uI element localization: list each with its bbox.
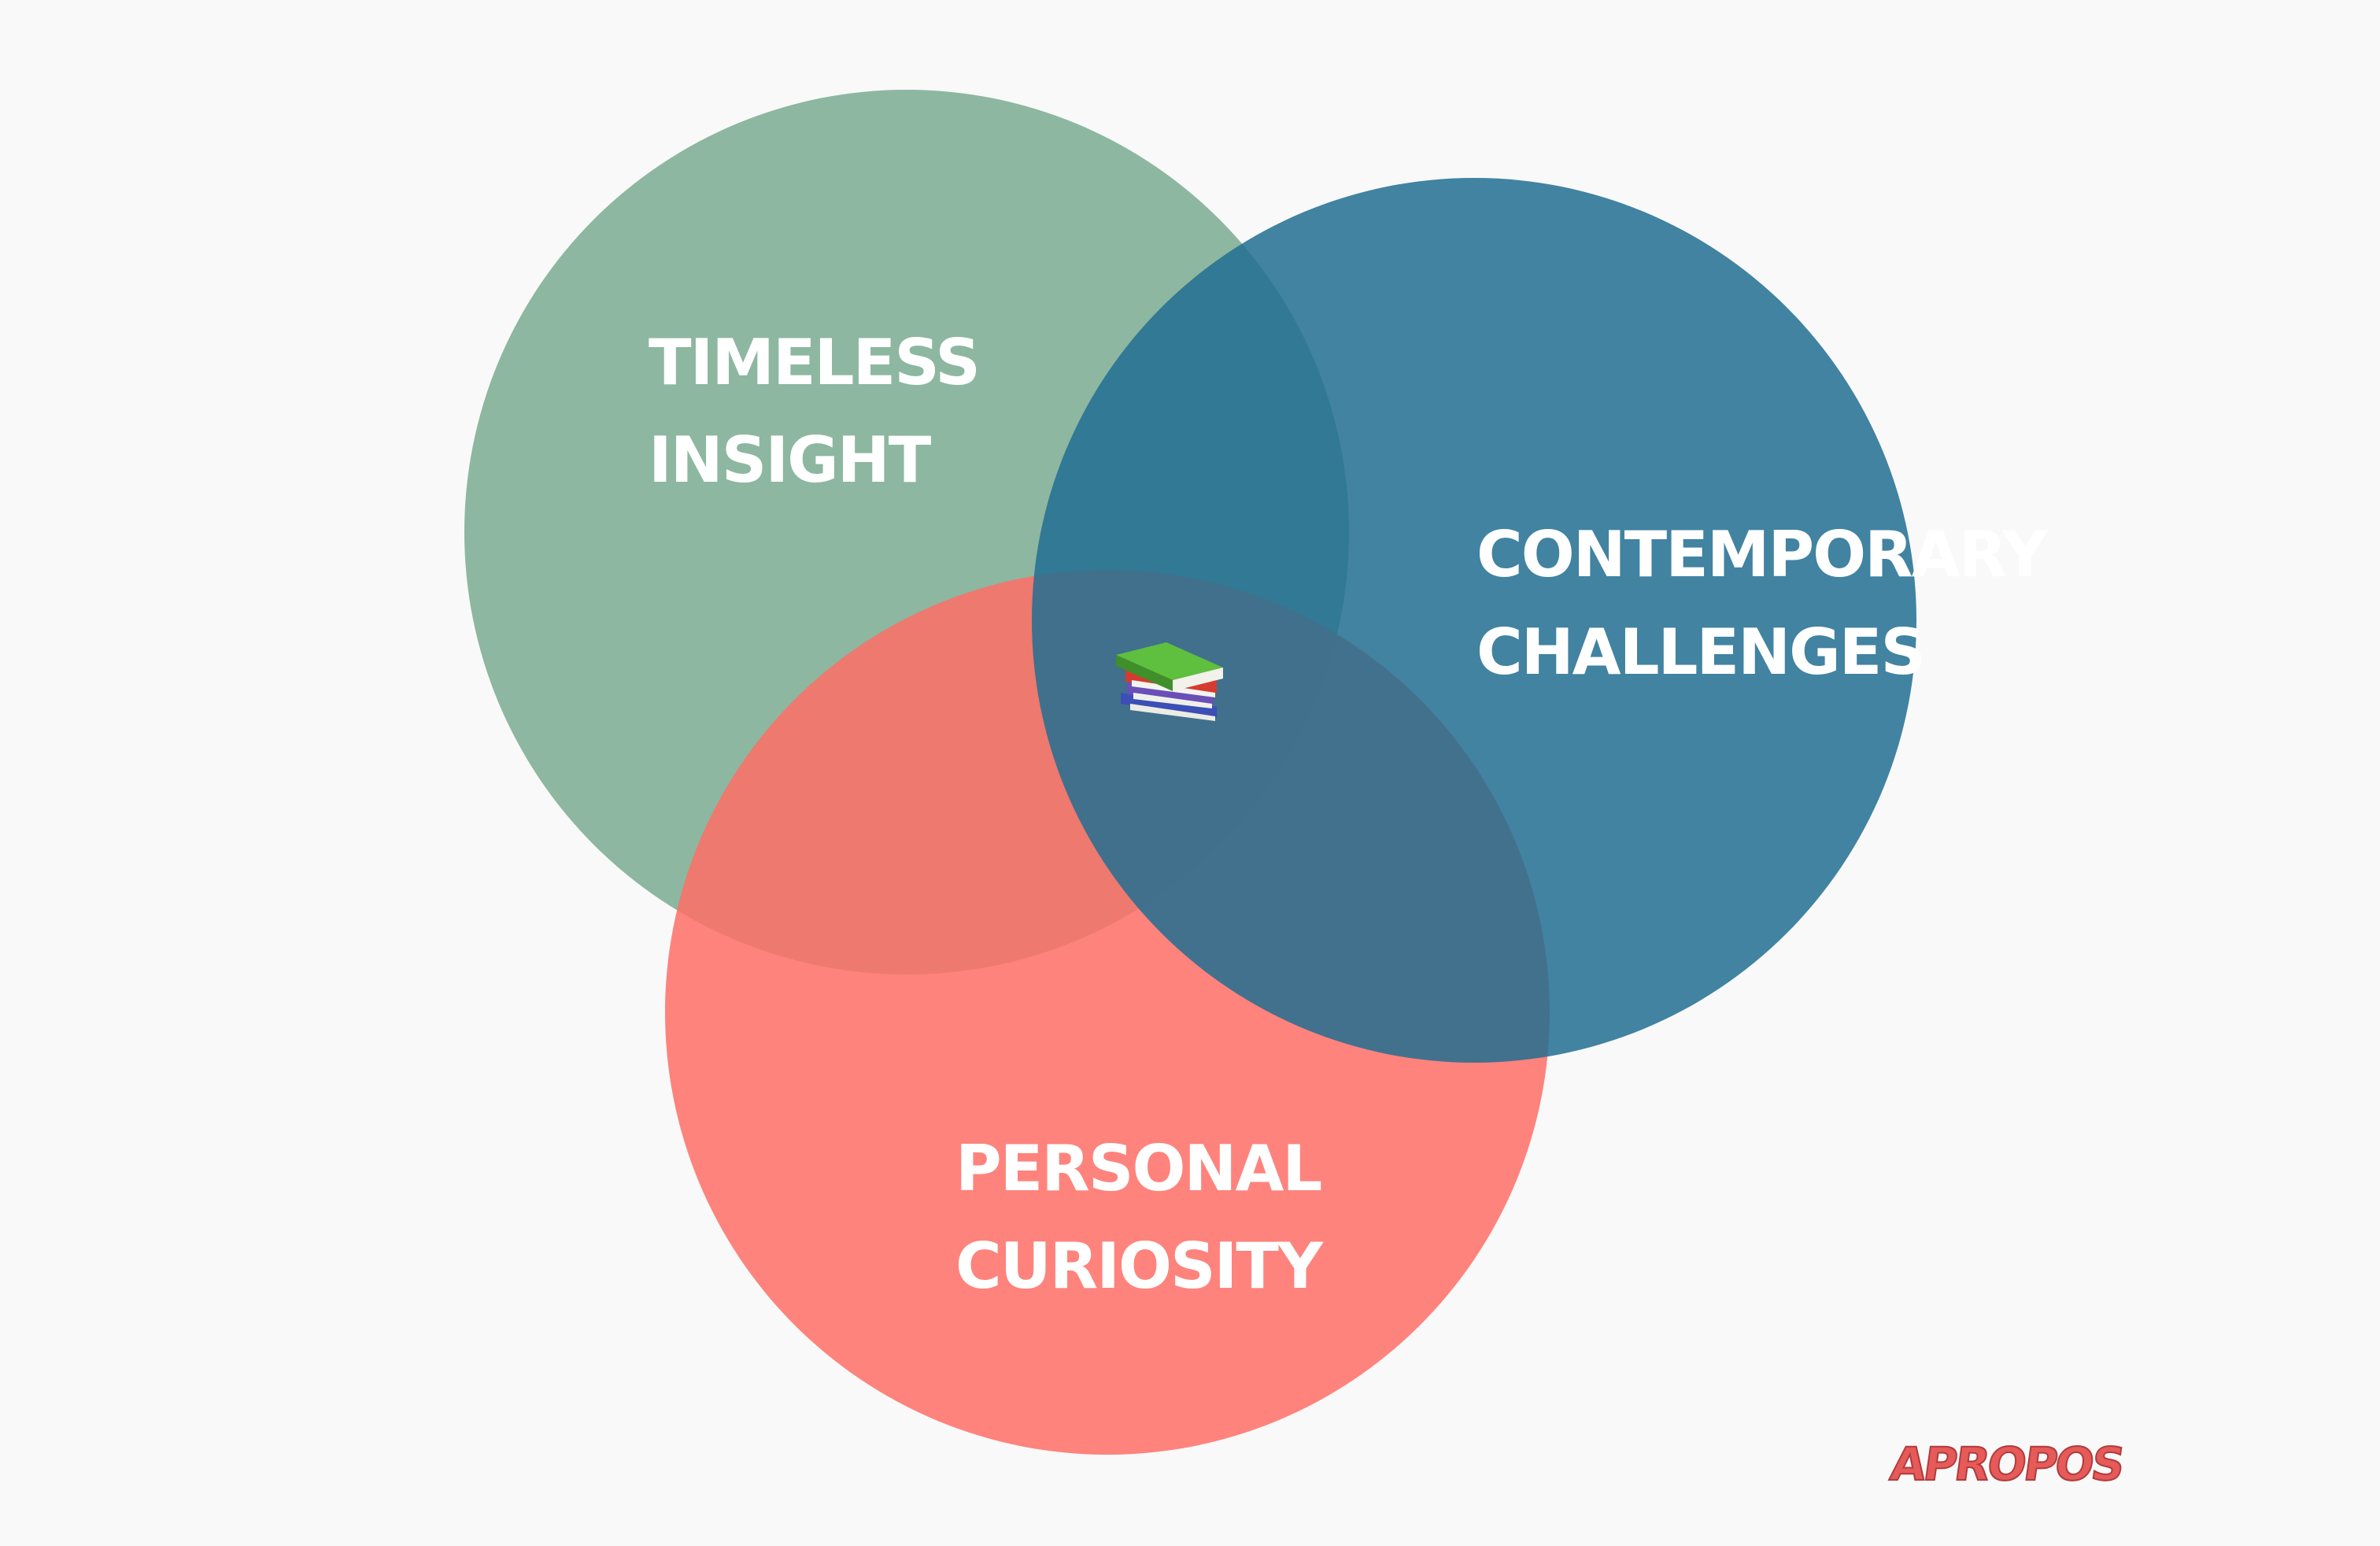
circle-contemporary-challenges (1032, 178, 1916, 1063)
label-personal-line1: PERSONAL (955, 1132, 1321, 1205)
books-stack-icon (1116, 642, 1223, 721)
label-contemporary-line2: CHALLENGES (1476, 616, 1924, 689)
apropos-logo: APROPOS (1887, 1437, 2126, 1491)
label-timeless-line1: TIMELESS (649, 326, 979, 399)
label-timeless-line2: INSIGHT (649, 423, 932, 497)
label-personal-line2: CURIOSITY (955, 1230, 1324, 1303)
label-contemporary-line1: CONTEMPORARY (1476, 518, 2049, 591)
